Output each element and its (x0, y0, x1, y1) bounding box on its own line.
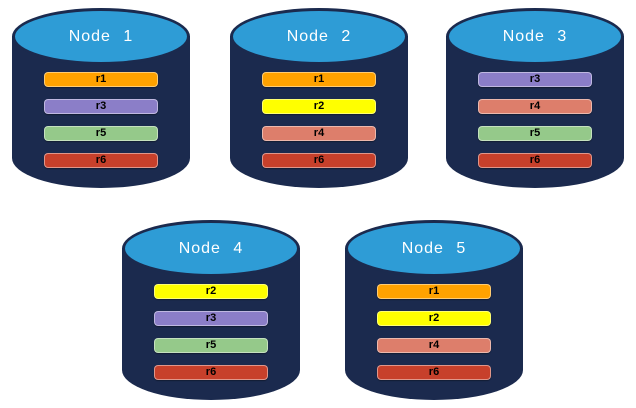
replica-list: r1 r3 r5 r6 (44, 72, 158, 168)
replica-list: r1 r2 r4 r6 (262, 72, 376, 168)
replica-bar: r2 (262, 99, 376, 114)
cylinder-top: Node 1 (12, 8, 190, 65)
replica-bar: r3 (478, 72, 592, 87)
replica-list: r1 r2 r4 r6 (377, 284, 491, 380)
cylinder-top: Node 3 (446, 8, 624, 65)
replica-list: r2 r3 r5 r6 (154, 284, 268, 380)
replica-bar: r6 (44, 153, 158, 168)
replica-bar: r2 (154, 284, 268, 299)
replica-bar: r6 (478, 153, 592, 168)
replica-bar: r5 (154, 338, 268, 353)
replica-bar: r2 (377, 311, 491, 326)
replica-bar: r4 (478, 99, 592, 114)
cylinder-top: Node 4 (122, 220, 300, 277)
node-cylinder-2: Node 2 r1 r2 r4 r6 (230, 8, 408, 188)
node-title: Node 2 (286, 27, 352, 45)
node-cylinder-5: Node 5 r1 r2 r4 r6 (345, 220, 523, 400)
cylinder-top: Node 2 (230, 8, 408, 65)
replica-bar: r1 (262, 72, 376, 87)
replica-bar: r6 (154, 365, 268, 380)
replica-bar: r6 (377, 365, 491, 380)
replica-bar: r1 (377, 284, 491, 299)
replica-bar: r4 (377, 338, 491, 353)
node-title: Node 4 (178, 239, 244, 257)
replica-bar: r6 (262, 153, 376, 168)
replica-bar: r5 (478, 126, 592, 141)
node-title: Node 1 (68, 27, 134, 45)
cylinder-top: Node 5 (345, 220, 523, 277)
replica-bar: r3 (154, 311, 268, 326)
replica-bar: r4 (262, 126, 376, 141)
node-title: Node 5 (401, 239, 467, 257)
replica-bar: r3 (44, 99, 158, 114)
node-cylinder-3: Node 3 r3 r4 r5 r6 (446, 8, 624, 188)
replica-bar: r1 (44, 72, 158, 87)
node-cylinder-4: Node 4 r2 r3 r5 r6 (122, 220, 300, 400)
node-title: Node 3 (502, 27, 568, 45)
node-cylinder-1: Node 1 r1 r3 r5 r6 (12, 8, 190, 188)
replica-list: r3 r4 r5 r6 (478, 72, 592, 168)
replica-bar: r5 (44, 126, 158, 141)
